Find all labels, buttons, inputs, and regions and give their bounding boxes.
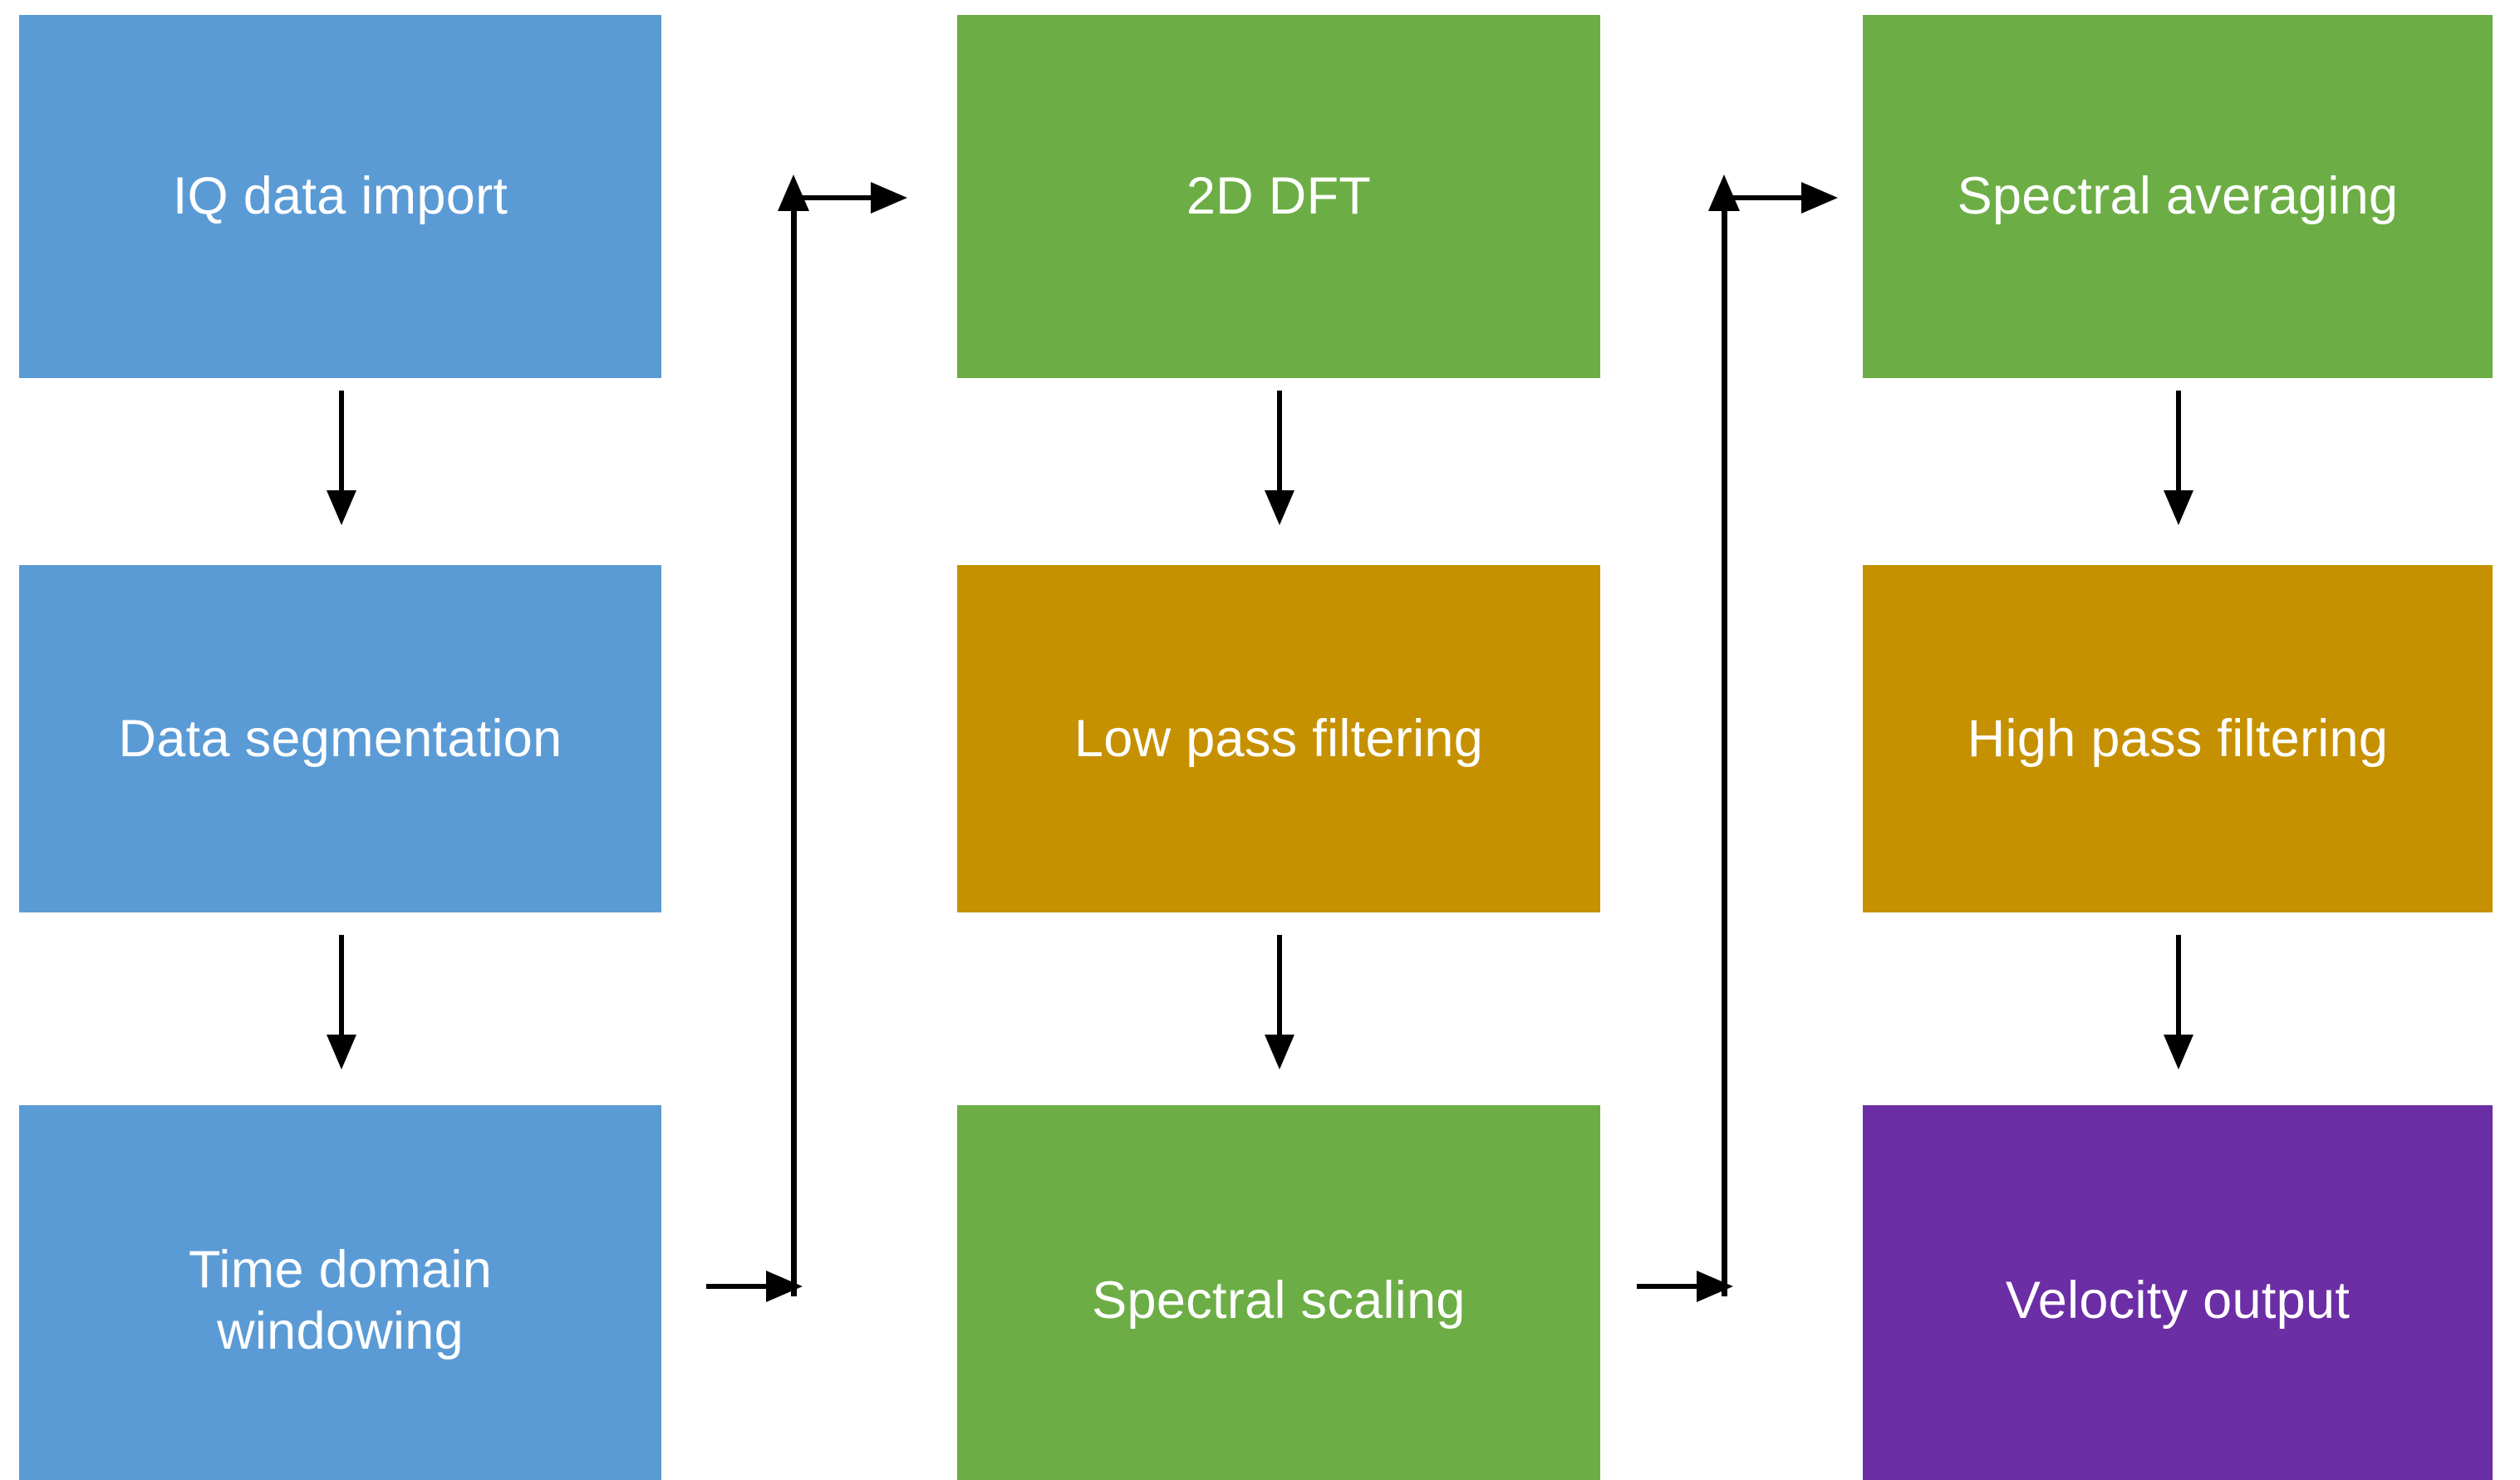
node-label: Spectral scaling (1092, 1271, 1466, 1330)
arrow-shaft-horizontal-out (796, 195, 876, 200)
edge-data-segmentation-to-time-domain-windowing (316, 935, 366, 1069)
node-data-segmentation[interactable]: Data segmentation (19, 565, 661, 912)
arrow-head-down-icon (327, 490, 356, 525)
arrow-shaft (1277, 391, 1282, 497)
arrow-shaft-vertical (791, 208, 797, 1296)
edge-spectral-averaging-to-high-pass-filtering (2153, 391, 2203, 525)
node-velocity-output[interactable]: Velocity output (1863, 1105, 2493, 1480)
node-2d-dft[interactable]: 2D DFT (957, 15, 1600, 378)
arrow-head-down-icon (2164, 490, 2193, 525)
node-label: Time domain windowing (188, 1240, 493, 1360)
node-spectral-scaling[interactable]: Spectral scaling (957, 1105, 1600, 1480)
node-label: Spectral averaging (1957, 167, 2399, 226)
node-iq-data-import[interactable]: IQ data import (19, 15, 661, 378)
arrow-shaft (339, 935, 344, 1041)
node-label: High pass filtering (1967, 709, 2389, 768)
arrow-shaft (339, 391, 344, 497)
edge-time-domain-windowing-to-2d-dft (698, 175, 914, 1313)
edge-high-pass-filtering-to-velocity-output (2153, 935, 2203, 1069)
node-spectral-averaging[interactable]: Spectral averaging (1863, 15, 2493, 378)
edge-spectral-scaling-to-spectral-averaging (1628, 175, 1845, 1313)
edge-2d-dft-to-low-pass-filtering (1254, 391, 1304, 525)
arrow-shaft-vertical (1722, 208, 1727, 1296)
node-label: IQ data import (172, 167, 508, 226)
node-label: Velocity output (2005, 1271, 2351, 1330)
arrow-shaft (2176, 935, 2181, 1041)
arrow-head-down-icon (1265, 490, 1294, 525)
node-label: Data segmentation (118, 709, 562, 768)
arrow-shaft (2176, 391, 2181, 497)
arrow-head-down-icon (327, 1035, 356, 1069)
node-high-pass-filtering[interactable]: High pass filtering (1863, 565, 2493, 912)
edge-iq-data-import-to-data-segmentation (316, 391, 366, 525)
arrow-head-right-icon-out (1801, 182, 1838, 214)
node-time-domain-windowing[interactable]: Time domain windowing (19, 1105, 661, 1480)
node-label: Low pass filtering (1073, 709, 1484, 768)
arrow-head-right-icon-in (766, 1271, 803, 1302)
arrow-shaft-horizontal-in (706, 1284, 771, 1289)
arrow-head-up-icon (778, 175, 809, 211)
arrow-head-right-icon-in (1697, 1271, 1733, 1302)
arrow-head-down-icon (2164, 1035, 2193, 1069)
arrow-shaft-horizontal-in (1637, 1284, 1702, 1289)
arrow-shaft-horizontal-out (1727, 195, 1806, 200)
arrow-shaft (1277, 935, 1282, 1041)
node-label: 2D DFT (1186, 167, 1372, 226)
node-low-pass-filtering[interactable]: Low pass filtering (957, 565, 1600, 912)
arrow-head-down-icon (1265, 1035, 1294, 1069)
edge-low-pass-filtering-to-spectral-scaling (1254, 935, 1304, 1069)
arrow-head-right-icon-out (871, 182, 907, 214)
arrow-head-up-icon (1708, 175, 1740, 211)
